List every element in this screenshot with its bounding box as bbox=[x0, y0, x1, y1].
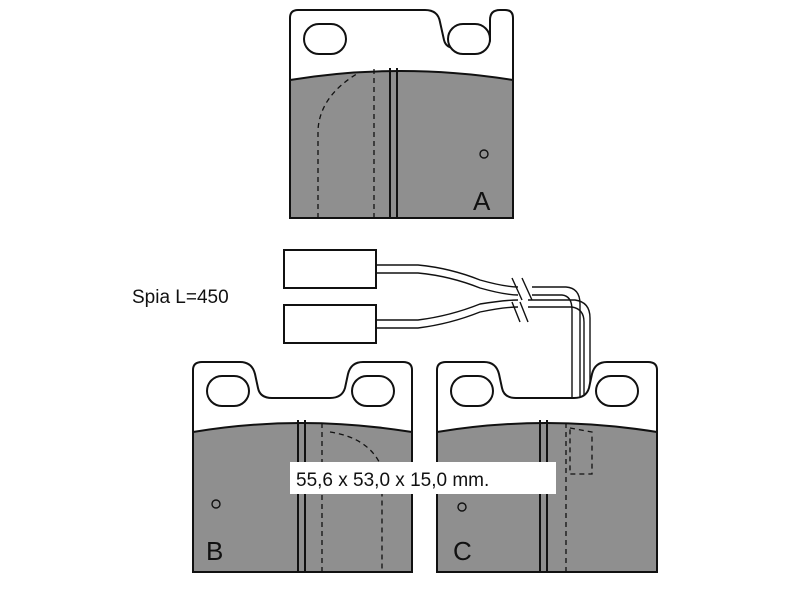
sensor-point-a bbox=[479, 149, 489, 159]
mounting-hole-left-a bbox=[303, 23, 347, 55]
mounting-hole-right-c bbox=[595, 375, 639, 407]
mounting-hole-right-b bbox=[351, 375, 395, 407]
cable-break-mark bbox=[511, 277, 533, 323]
sensor-point-b bbox=[211, 499, 221, 509]
mounting-hole-right-a bbox=[447, 23, 491, 55]
pad-label-a: A bbox=[473, 186, 491, 216]
mounting-hole-left-c bbox=[450, 375, 494, 407]
friction-material-b bbox=[192, 422, 413, 573]
sensor-point-c bbox=[457, 502, 467, 512]
brake-pad-b: B bbox=[192, 361, 413, 573]
dimensions-label-bg bbox=[290, 462, 556, 494]
sensor-connector-top bbox=[283, 249, 377, 289]
brake-pad-a: A bbox=[289, 9, 514, 219]
pad-label-c: C bbox=[453, 536, 472, 566]
pad-label-b: B bbox=[206, 536, 223, 566]
friction-material-a bbox=[289, 70, 514, 219]
sensor-connector-bottom bbox=[283, 304, 377, 344]
dimensions-label: 55,6 x 53,0 x 15,0 mm. bbox=[296, 470, 489, 491]
sensor-length-label: Spia L=450 bbox=[132, 287, 229, 308]
wear-sensor: Spia L=450 bbox=[132, 249, 597, 423]
mounting-hole-left-b bbox=[206, 375, 250, 407]
brake-pad-c: C bbox=[436, 361, 658, 573]
